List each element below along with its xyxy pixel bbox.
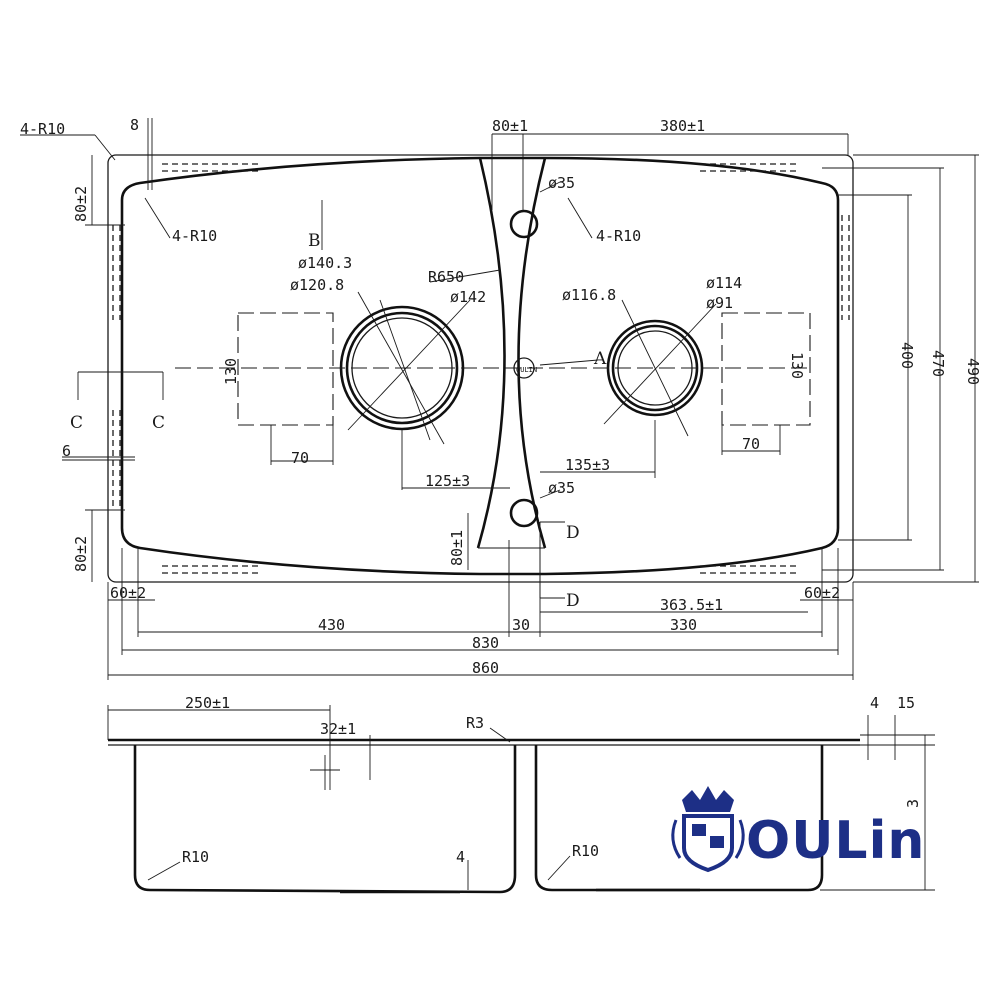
brand-name: OULin — [746, 811, 925, 871]
label-430: 430 — [318, 616, 345, 634]
label-70-right: 70 — [742, 435, 760, 453]
label-section-c-left: C — [70, 413, 83, 433]
label-400: 400 — [898, 342, 916, 369]
dimension-labels: 4-R10 8 4-R10 4-R10 80±2 80±2 80±1 380±1… — [20, 116, 982, 677]
label-130-left: 130 — [222, 358, 240, 385]
label-70-left: 70 — [291, 449, 309, 467]
label-3635: 363.5±1 — [660, 596, 723, 614]
crest-icon — [671, 786, 745, 873]
divider-right-curve — [517, 157, 547, 549]
label-flange-6: 6 — [62, 442, 71, 460]
label-860: 860 — [472, 659, 499, 677]
leader-a — [539, 359, 599, 366]
label-r10-right: R10 — [572, 842, 599, 860]
label-80-top: 80±1 — [492, 117, 528, 135]
label-15: 15 — [897, 694, 915, 712]
label-32: 32±1 — [320, 720, 356, 738]
dimension-lines — [20, 118, 979, 680]
label-dia91: ø91 — [706, 294, 733, 312]
label-80-center: 80±1 — [448, 530, 466, 566]
label-80-left-top: 80±2 — [72, 186, 90, 222]
label-470: 470 — [929, 350, 947, 377]
top-view: OULIN — [20, 116, 982, 680]
label-height: 3 — [904, 799, 922, 808]
label-r10-left: R10 — [182, 848, 209, 866]
label-830: 830 — [472, 634, 499, 652]
label-60-left: 60±2 — [110, 584, 146, 602]
label-4r10-outer: 4-R10 — [20, 120, 65, 138]
label-125: 125±3 — [425, 472, 470, 490]
drain-mark-text: OULIN — [516, 366, 537, 374]
label-dia35-top: ø35 — [548, 174, 575, 192]
outer-flange — [107, 154, 854, 583]
divider-left-curve — [476, 157, 506, 549]
label-4-top: 4 — [870, 694, 879, 712]
label-130-right: 130 — [788, 352, 806, 379]
label-section-b: B — [308, 231, 321, 251]
label-section-a: A — [593, 349, 607, 369]
left-cutout-dashed — [237, 312, 334, 426]
label-dia1208: ø120.8 — [290, 276, 344, 294]
label-330: 330 — [670, 616, 697, 634]
label-flange-8: 8 — [130, 116, 139, 134]
label-4r10-left: 4-R10 — [172, 227, 217, 245]
label-4r10-right: 4-R10 — [596, 227, 641, 245]
label-250: 250±1 — [185, 694, 230, 712]
right-cutout-dashed — [721, 312, 811, 426]
label-r650: R650 — [428, 268, 464, 286]
side-left-bowl — [133, 745, 517, 894]
label-dia114: ø114 — [706, 274, 742, 292]
label-380: 380±1 — [660, 117, 705, 135]
label-section-c-right: C — [152, 413, 165, 433]
brand-logo: OULin — [671, 786, 925, 873]
side-view: 250±1 32±1 R3 4 15 4 R10 R10 3 — [107, 694, 935, 894]
label-80-left-bottom: 80±2 — [72, 536, 90, 572]
label-4-bottom: 4 — [456, 848, 465, 866]
label-135: 135±3 — [565, 456, 610, 474]
label-dia142: ø142 — [450, 288, 486, 306]
tap-hole-bottom — [509, 498, 539, 528]
label-60-right: 60±2 — [804, 584, 840, 602]
label-section-d-top: D — [566, 523, 580, 543]
label-490: 490 — [964, 358, 982, 385]
label-dia35-bottom: ø35 — [548, 479, 575, 497]
label-30: 30 — [512, 616, 530, 634]
label-r3: R3 — [466, 714, 484, 732]
label-dia1403: ø140.3 — [298, 254, 352, 272]
label-section-d-bottom: D — [566, 591, 580, 611]
label-dia1168: ø116.8 — [562, 286, 616, 304]
tap-hole-top — [509, 209, 539, 239]
